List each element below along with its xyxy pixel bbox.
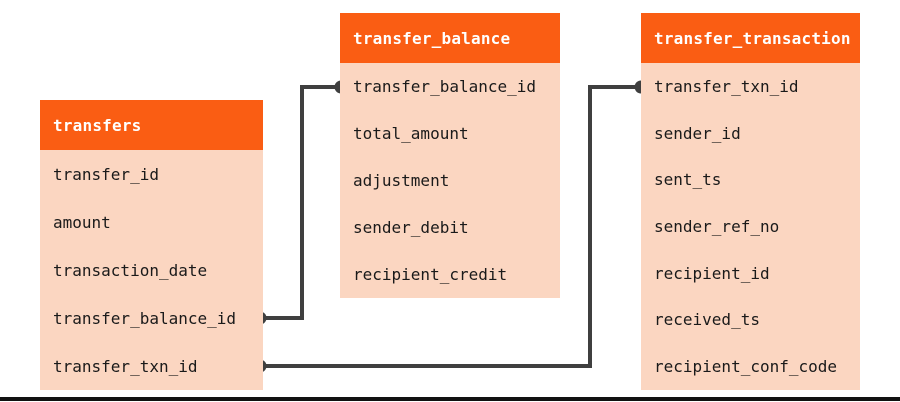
table-field-row[interactable]: transfer_id bbox=[53, 164, 159, 184]
table-field-row[interactable]: sender_debit bbox=[353, 218, 469, 237]
bottom-divider-bar bbox=[0, 397, 900, 401]
table-field-row[interactable]: sender_id bbox=[654, 123, 741, 143]
table-header-transfer-balance[interactable]: transfer_balance bbox=[340, 13, 560, 63]
table-body-transfer-transaction: transfer_txn_id sender_id sent_ts sender_re… bbox=[641, 63, 860, 390]
table-field-row[interactable]: recipient_id bbox=[654, 263, 770, 283]
table-field-row[interactable]: transfer_txn_id bbox=[53, 356, 198, 376]
table-title: transfer_transaction bbox=[654, 28, 851, 48]
relationship-line-transfers-to-transfer-balance[interactable] bbox=[260, 85, 341, 320]
table-field-row[interactable]: received_ts bbox=[654, 310, 760, 330]
table-title: transfers bbox=[53, 115, 142, 135]
table-header-transfer-transaction[interactable]: transfer_transaction bbox=[641, 13, 860, 63]
table-body-transfer-balance: transfer_balance_id total_amount adjustmen… bbox=[340, 63, 560, 298]
table-field-row[interactable]: recipient_credit bbox=[353, 265, 508, 284]
table-field-row[interactable]: total_amount bbox=[353, 124, 469, 143]
relationship-line-transfers-to-transfer-transaction[interactable] bbox=[260, 85, 641, 368]
table-field-row[interactable]: transfer_txn_id bbox=[654, 76, 799, 96]
table-field-row[interactable]: transaction_date bbox=[53, 260, 208, 280]
table-field-row[interactable]: sent_ts bbox=[654, 170, 722, 190]
table-header-transfers[interactable]: transfers bbox=[40, 100, 263, 150]
table-field-row[interactable]: recipient_conf_code bbox=[654, 356, 838, 376]
table-field-row[interactable]: sender_ref_no bbox=[654, 216, 780, 236]
table-title: transfer_balance bbox=[353, 28, 511, 48]
table-field-row[interactable]: transfer_balance_id bbox=[53, 308, 237, 328]
table-field-row[interactable]: amount bbox=[53, 212, 111, 232]
table-field-row[interactable]: transfer_balance_id bbox=[353, 77, 537, 96]
table-field-row[interactable]: adjustment bbox=[353, 171, 450, 190]
